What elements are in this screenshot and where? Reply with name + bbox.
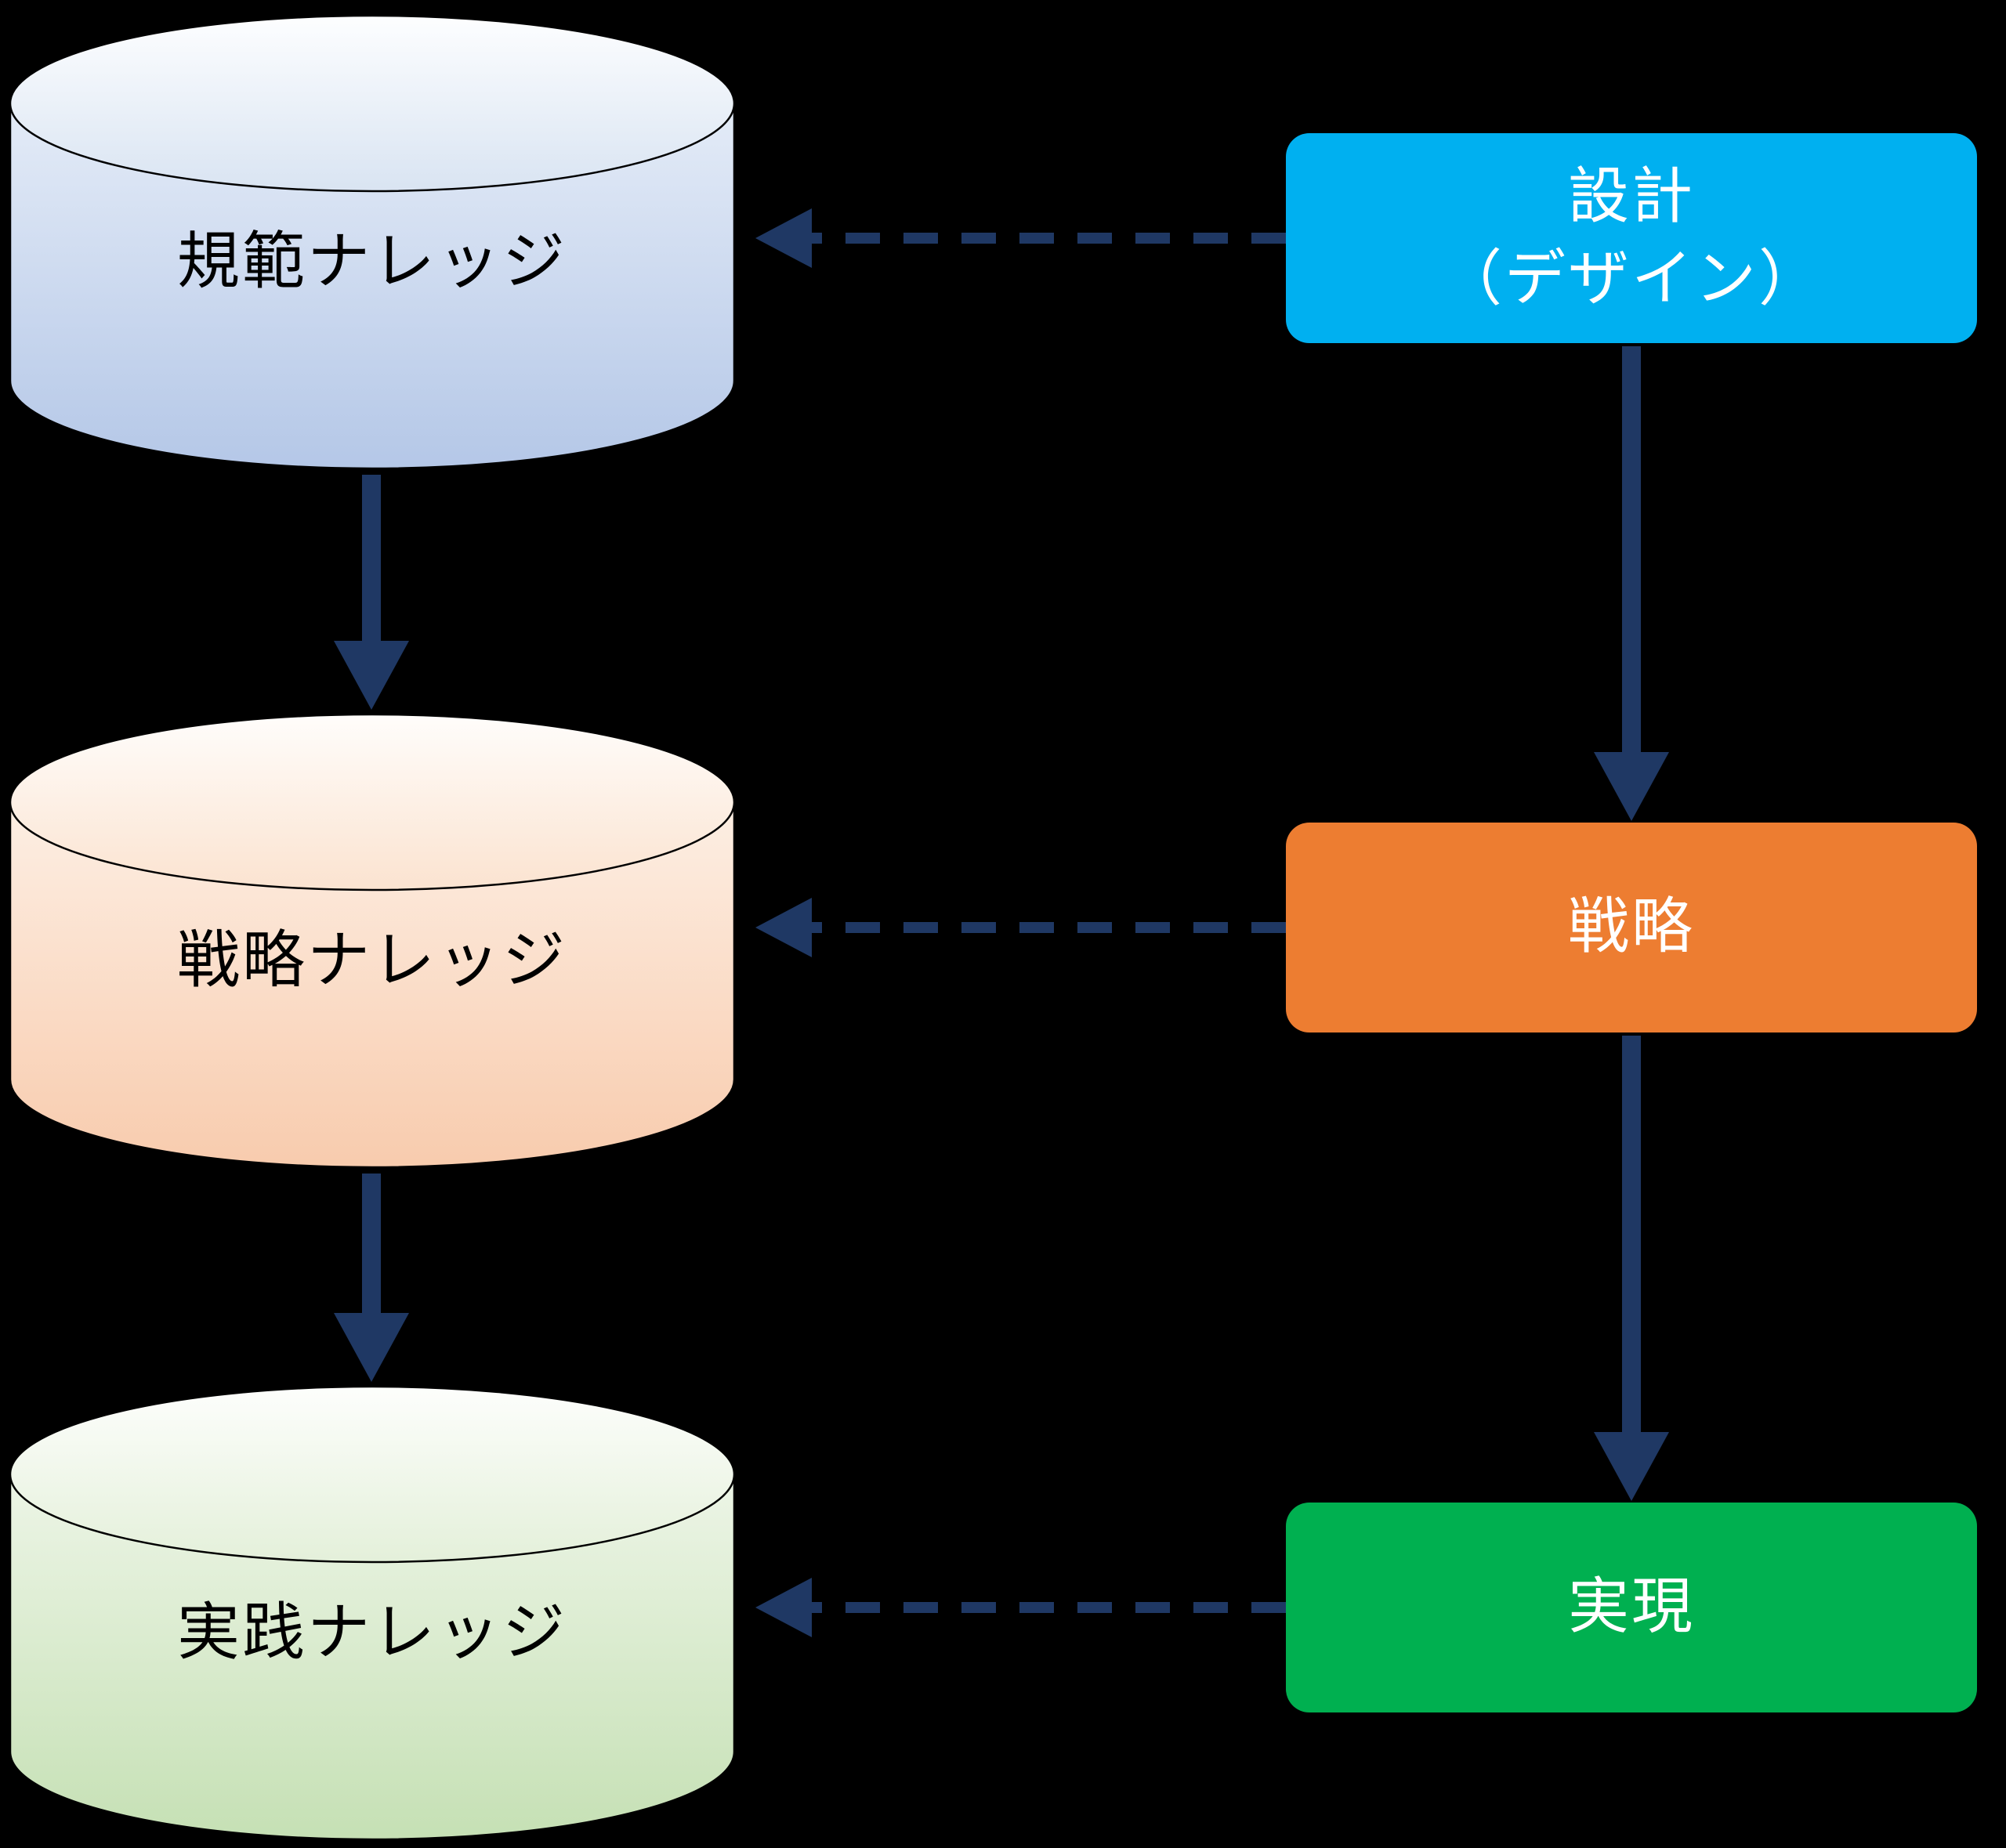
cylinder-top-face <box>9 14 736 193</box>
box-design: 設計 （デザイン） <box>1286 133 1977 343</box>
cylinder-label-strategic: 戦略ナレッジ <box>177 924 567 996</box>
cylinder-top-face <box>9 1385 736 1564</box>
cylinder-shape <box>9 14 736 470</box>
cylinder-label-practical: 実践ナレッジ <box>177 1596 567 1669</box>
box-design-label: 設計 （デザイン） <box>1440 161 1822 314</box>
cylinder-strategic-knowledge: 戦略ナレッジ <box>8 711 737 1170</box>
cylinder-label-normative: 規範ナレッジ <box>177 225 567 298</box>
box-realization-label: 実現 <box>1567 1571 1695 1643</box>
cylinder-shape <box>9 713 736 1169</box>
box-realization: 実現 <box>1286 1503 1977 1712</box>
cylinder-shape <box>9 1385 736 1841</box>
box-strategy-label: 戦略 <box>1567 891 1695 963</box>
cylinder-top-face <box>9 713 736 891</box>
cylinder-practical-knowledge: 実践ナレッジ <box>8 1383 737 1843</box>
cylinder-normative-knowledge: 規範ナレッジ <box>8 13 737 472</box>
box-strategy: 戦略 <box>1286 823 1977 1032</box>
